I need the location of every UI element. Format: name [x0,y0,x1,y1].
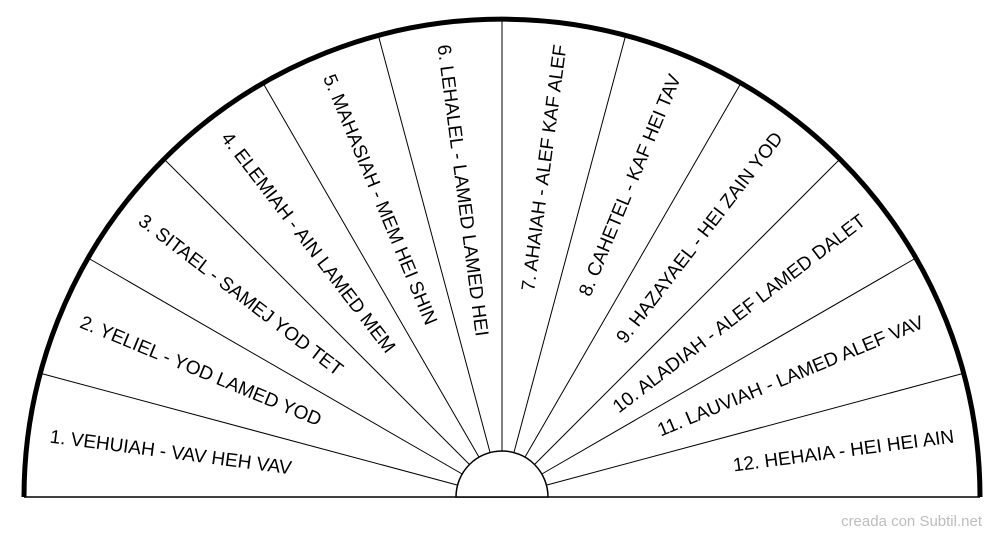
segment-label: 12. HEHAIA - HEI HEI AIN [732,427,956,477]
center-hub [455,450,549,498]
segment-divider [513,35,627,453]
segment-divider [40,372,458,486]
segment-divider [534,158,841,465]
segment-divider [546,372,964,486]
segment-label: 7. AHAIAH - ALEF KAF ALEF [518,43,571,292]
segment-label: 6. LEHALEL - LAMED LAMED HEI [433,43,492,337]
segment-dividers [40,19,964,486]
segment-label: 11. LAUVIAH - LAMED ALEF VAV [655,312,928,441]
segment-divider [87,257,463,475]
credit-text: creada con Subtil.net [841,513,982,530]
segment-divider [524,82,742,458]
segment-divider [163,158,470,465]
segment-divider [262,82,480,458]
segment-divider [541,257,917,475]
segment-divider [377,35,491,453]
outer-arc [21,16,983,498]
segment-label: 1. VEHUIAH - VAV HEH VAV [49,427,294,480]
